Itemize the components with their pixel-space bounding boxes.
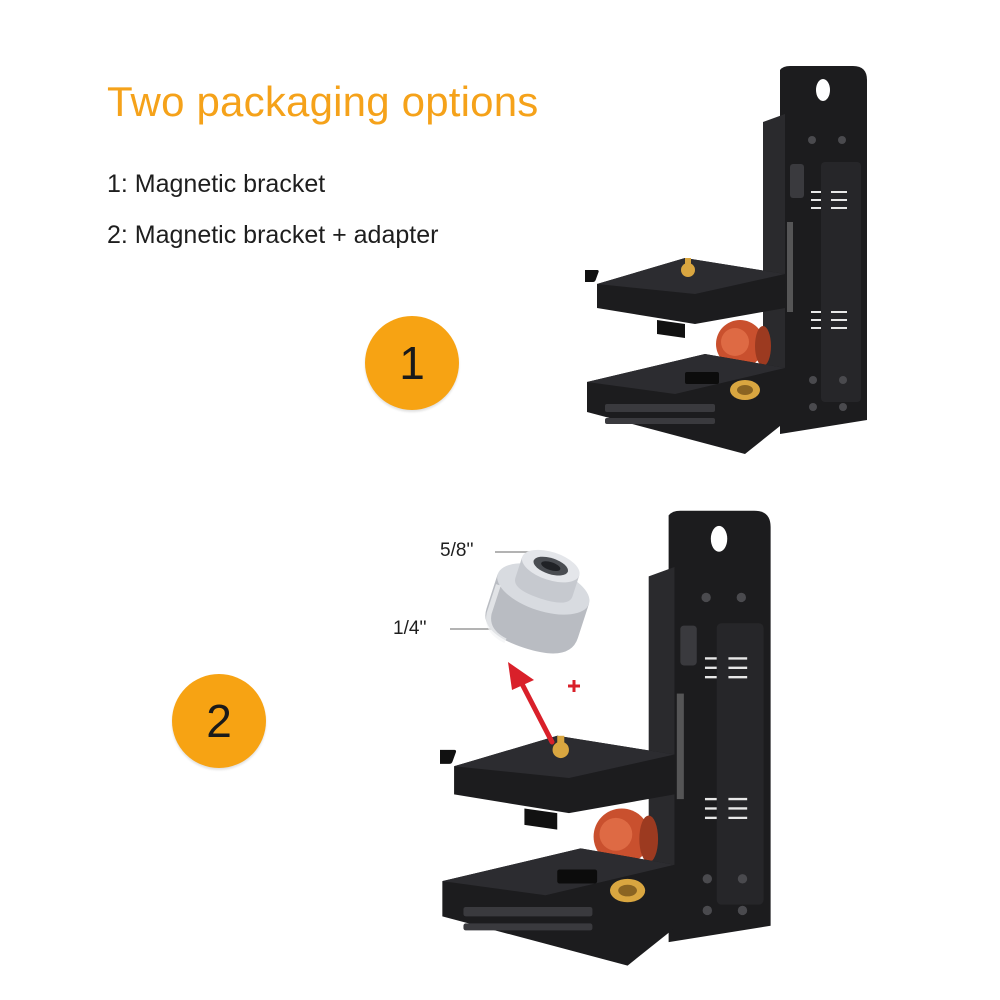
adapter-icon [485, 549, 590, 654]
magnetic-bracket-image-2 [440, 510, 771, 966]
page-title: Two packaging options [107, 78, 539, 125]
adjustment-knob [716, 320, 771, 368]
bracket-top-arm [585, 258, 785, 338]
magnetic-bracket-image-1 [585, 66, 867, 454]
option-1-badge: 1 [365, 316, 459, 410]
arrow-icon [508, 662, 555, 745]
bracket-vertical-plate [648, 510, 771, 943]
adapter-label-1-4: 1/4'' [393, 618, 427, 639]
bracket-vertical-plate [763, 66, 867, 434]
adapter-label-5-8: 5/8'' [440, 540, 474, 561]
bracket-bottom-arm [587, 354, 785, 454]
bracket-bottom-arm [442, 848, 675, 966]
adjustment-knob [593, 808, 659, 865]
option-2-text: 2: Magnetic bracket + adapter [107, 221, 439, 249]
bracket-top-arm [440, 735, 675, 830]
option-2-badge: 2 [172, 674, 266, 768]
thread-adapter-image [450, 549, 590, 745]
plus-icon [568, 680, 580, 692]
option-1-text: 1: Magnetic bracket [107, 170, 326, 198]
